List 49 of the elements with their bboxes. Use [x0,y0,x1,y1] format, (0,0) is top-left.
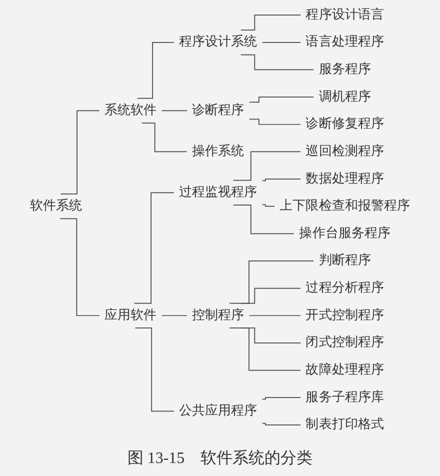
node-text: 数据处理程序 [306,172,384,186]
node-text: 系统软件 [104,104,157,118]
connector [240,14,302,30]
connector [141,122,188,152]
node-text: 判断程序 [318,254,371,268]
node-text: 软件系统 [30,199,82,214]
node-text: 制表打印格式 [306,418,384,432]
connector [262,42,302,43]
node-text: 巡回检测程序 [306,144,384,158]
node-text: 诊断程序 [192,104,244,118]
connector [262,397,302,400]
connector [233,151,302,181]
connector [161,315,188,316]
connector [134,192,174,304]
connector [161,110,188,112]
node-text: 程序设计语言 [306,8,384,22]
node-text: 诊断修复程序 [306,117,384,132]
connector [262,422,302,426]
node-text: 应用软件 [104,308,157,322]
node-text: 操作系统 [192,144,244,158]
node-text: 公共应用程序 [179,404,258,418]
connector [136,42,174,99]
connector [240,54,314,70]
node-text: 操作台服务程序 [299,226,390,240]
connector [262,204,276,207]
node-text: 调机程序 [318,90,371,104]
connector [249,315,302,316]
node-text: 闭式控制程序 [306,336,384,350]
node-text: 服务程序 [318,62,371,76]
connector [135,328,174,412]
node-text: 开式控制程序 [306,308,384,322]
connector [60,110,100,194]
connector [233,204,295,234]
node-text: 程序设计系统 [179,35,258,50]
connector [240,288,302,304]
connector [249,118,302,125]
connector [262,178,302,182]
node-text: 过程分析程序 [306,281,384,296]
node-text: 故障处理程序 [306,363,384,377]
node-text: 服务子程序库 [306,390,384,404]
figure-caption: 图 13-15 软件系统的分类 [126,448,314,469]
node-text: 上下限检查和报警程序 [280,199,410,214]
node-text: 语言处理程序 [306,35,384,50]
connector [229,328,302,371]
connector [249,96,314,103]
node-text: 过程监视程序 [179,186,258,200]
connector [60,218,100,316]
node-text: 控制程序 [192,308,244,322]
connector [229,260,314,304]
